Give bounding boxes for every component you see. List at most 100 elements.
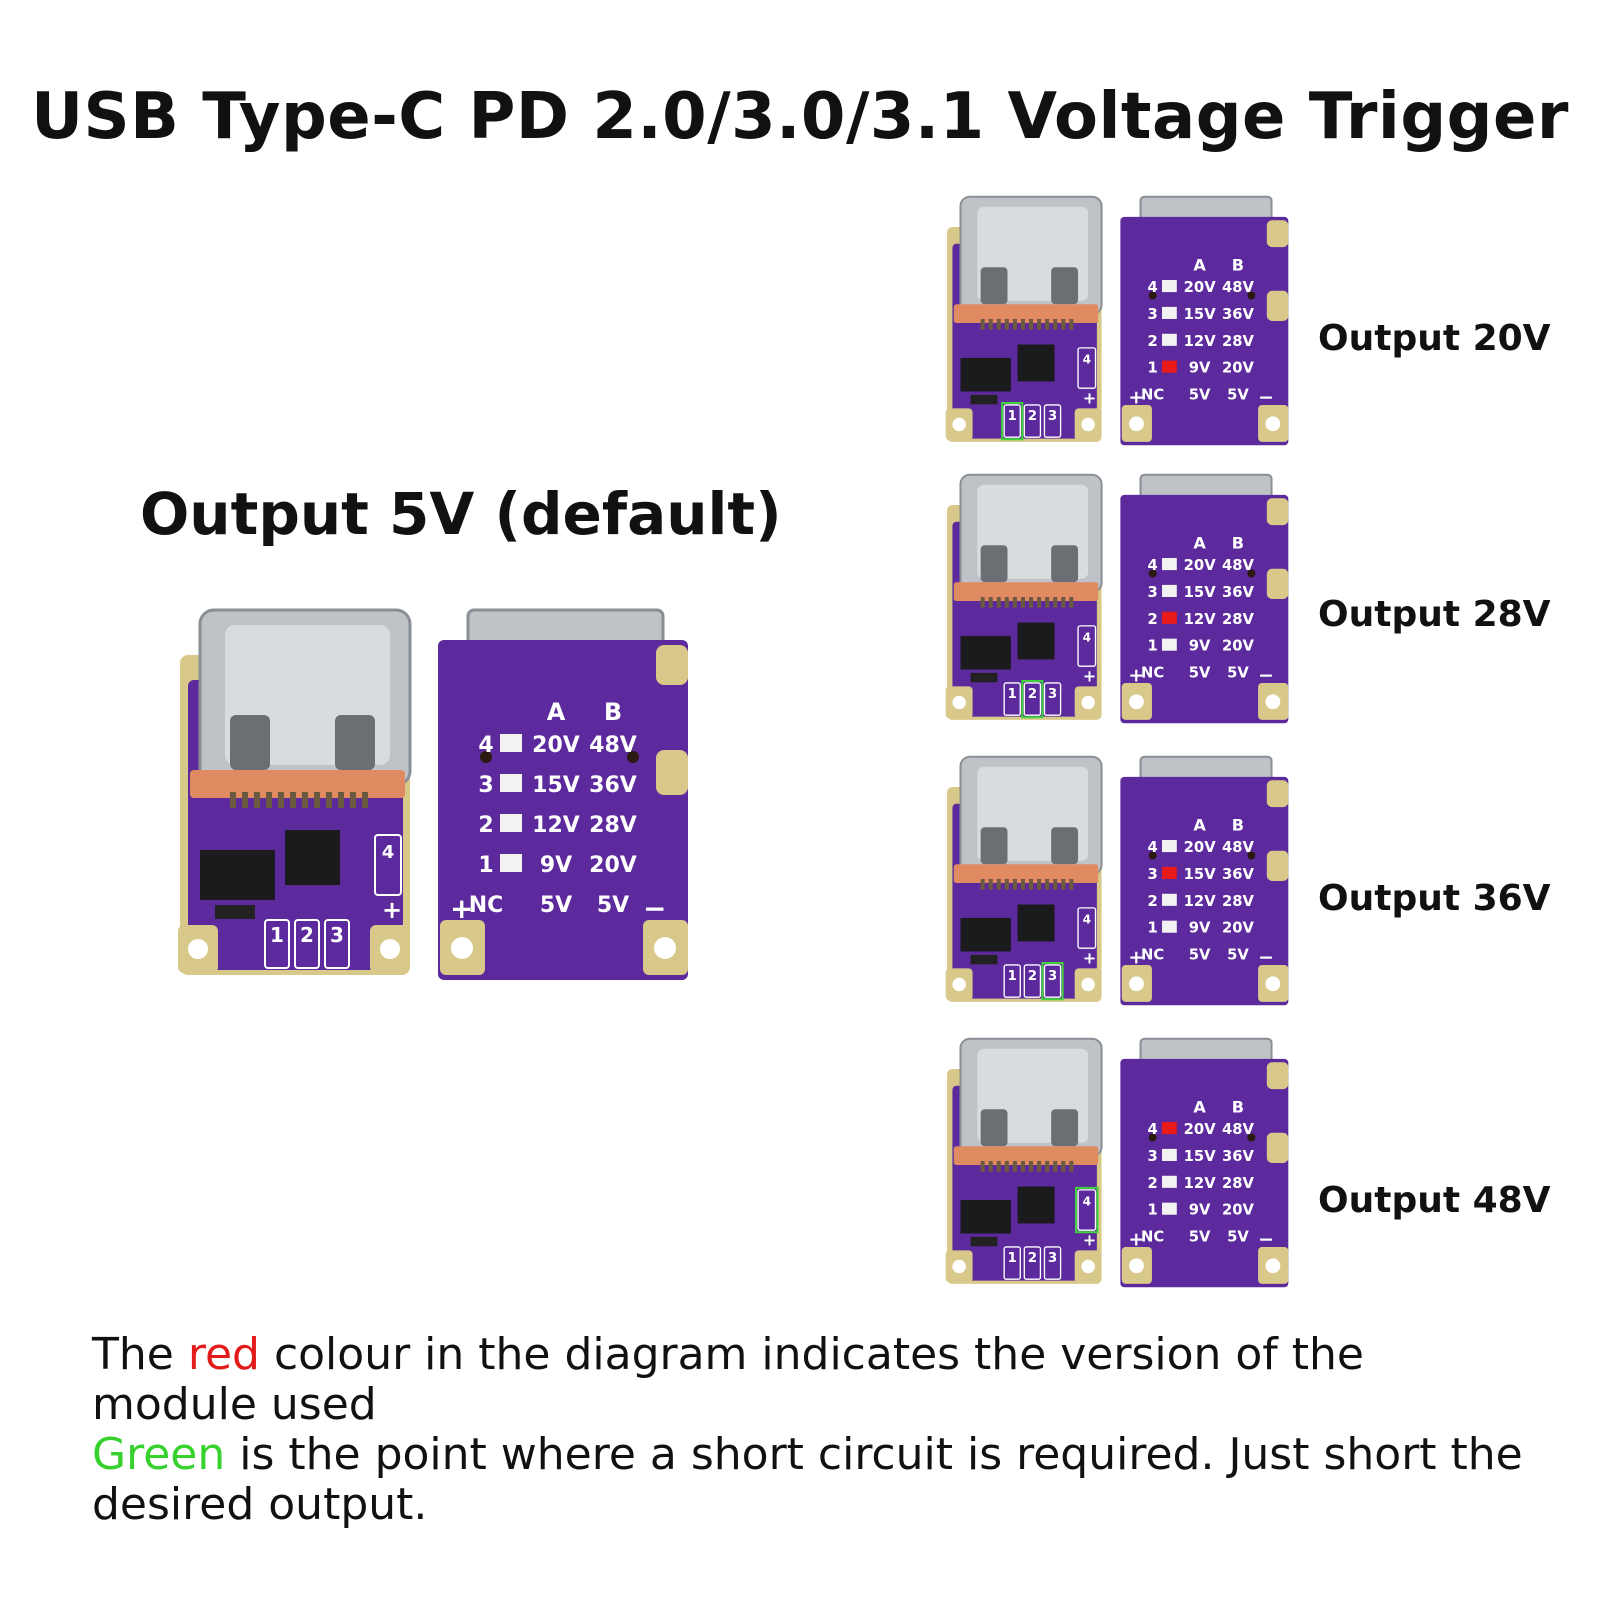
- voltage-b: 48V: [1222, 1121, 1255, 1138]
- jumper-pad: [1162, 280, 1177, 293]
- voltage-a: 15V: [1184, 1148, 1217, 1165]
- jumper-pad: [500, 774, 522, 792]
- pad-number: 1: [1008, 687, 1017, 702]
- row-number: 2: [1147, 1175, 1157, 1192]
- voltage-b: 36V: [1222, 306, 1255, 323]
- connector-pins: [953, 864, 1099, 884]
- voltage-b: 36V: [1222, 1148, 1255, 1165]
- connector-pins: [953, 304, 1099, 324]
- voltage-b: 5V: [1227, 387, 1249, 404]
- plus-label: +: [1128, 1230, 1144, 1251]
- voltage-b: 28V: [589, 813, 637, 838]
- usb-c-slot: [980, 545, 1008, 583]
- pin: [980, 318, 985, 330]
- pad-number: 2: [1028, 409, 1037, 424]
- jumper-pad: [500, 814, 522, 832]
- pin: [1037, 596, 1042, 608]
- voltage-b: 28V: [1222, 893, 1255, 910]
- pin: [980, 878, 985, 890]
- solder-pad: [1023, 1246, 1042, 1280]
- plus-label: +: [1083, 667, 1097, 686]
- usb-c-slot: [980, 1109, 1008, 1147]
- resistor: [970, 672, 998, 683]
- mount-hole: [1081, 695, 1095, 710]
- mount-hole: [952, 1259, 966, 1274]
- connector-pins: [190, 770, 405, 798]
- plus-label: +: [1128, 666, 1144, 687]
- pad-number: 4: [1083, 352, 1091, 366]
- pin: [1020, 318, 1025, 330]
- voltage-b: 48V: [1222, 279, 1255, 296]
- pin: [1037, 878, 1042, 890]
- row-number: 2: [1147, 333, 1157, 350]
- voltage-a: 9V: [1189, 638, 1211, 655]
- caption-text: is the point where a short circuit is re…: [92, 1429, 1523, 1530]
- side-pad: [1266, 220, 1289, 248]
- ic-chip: [1017, 904, 1055, 942]
- voltage-a: 5V: [540, 893, 572, 918]
- pin: [988, 878, 993, 890]
- solder-pad-4: [1077, 907, 1097, 949]
- pin: [1037, 1160, 1042, 1172]
- mount-hole: [1129, 694, 1144, 710]
- side-pad: [1266, 568, 1289, 599]
- voltage-b: 36V: [1222, 866, 1255, 883]
- column-b-label: B: [1232, 534, 1244, 553]
- pad-number: 4: [382, 842, 395, 863]
- pin: [1029, 596, 1034, 608]
- row-number: 1: [1147, 920, 1157, 937]
- caption: The red colour in the diagram indicates …: [92, 1330, 1542, 1530]
- side-pad: [656, 750, 688, 795]
- row-number: NC: [1141, 1229, 1164, 1246]
- pcb-right: [438, 640, 688, 980]
- mount-hole: [1129, 416, 1144, 432]
- pad-number: 3: [330, 923, 344, 947]
- voltage-b: 28V: [1222, 333, 1255, 350]
- caption-line-2: Green is the point where a short circuit…: [92, 1430, 1542, 1530]
- voltage-a: 20V: [1184, 839, 1217, 856]
- via: [1148, 291, 1157, 300]
- minus-label: −: [1258, 388, 1274, 409]
- row-number: 3: [478, 773, 493, 798]
- pin: [1029, 1160, 1034, 1172]
- pin: [988, 596, 993, 608]
- pad-number: 2: [1028, 969, 1037, 984]
- row-number: NC: [469, 893, 504, 918]
- pin: [290, 792, 296, 808]
- column-a-label: A: [1193, 1098, 1206, 1117]
- pad-number: 3: [1048, 409, 1057, 424]
- voltage-a: 12V: [1184, 611, 1217, 628]
- voltage-a: 15V: [1184, 584, 1217, 601]
- voltage-a: 9V: [1189, 360, 1211, 377]
- voltage-a: 5V: [1189, 1229, 1211, 1246]
- row-number: 4: [1147, 557, 1157, 574]
- voltage-b: 5V: [1227, 665, 1249, 682]
- voltage-a: 5V: [1189, 947, 1211, 964]
- jumper-pad: [1162, 893, 1177, 906]
- pin: [1069, 318, 1074, 330]
- jumper-pad: [1162, 920, 1177, 933]
- pin: [980, 1160, 985, 1172]
- pin: [1061, 318, 1066, 330]
- pin: [1053, 318, 1058, 330]
- via: [1247, 851, 1256, 860]
- pin: [1012, 596, 1017, 608]
- jumper-pad: [1162, 1148, 1177, 1161]
- mount-hole: [451, 937, 473, 959]
- pin: [1069, 878, 1074, 890]
- side-pad: [1266, 850, 1289, 881]
- solder-pad: [1023, 682, 1042, 716]
- voltage-b: 48V: [589, 733, 637, 758]
- pin: [996, 1160, 1001, 1172]
- column-a-label: A: [1193, 816, 1206, 835]
- row-number: 3: [1147, 584, 1157, 601]
- pad-number: 1: [1008, 969, 1017, 984]
- voltage-b: 36V: [589, 773, 637, 798]
- solder-pad: [1023, 404, 1042, 438]
- jumper-pad: [1162, 333, 1177, 346]
- row-number: 3: [1147, 306, 1157, 323]
- mount-hole: [1129, 1258, 1144, 1274]
- voltage-b: 20V: [1222, 360, 1255, 377]
